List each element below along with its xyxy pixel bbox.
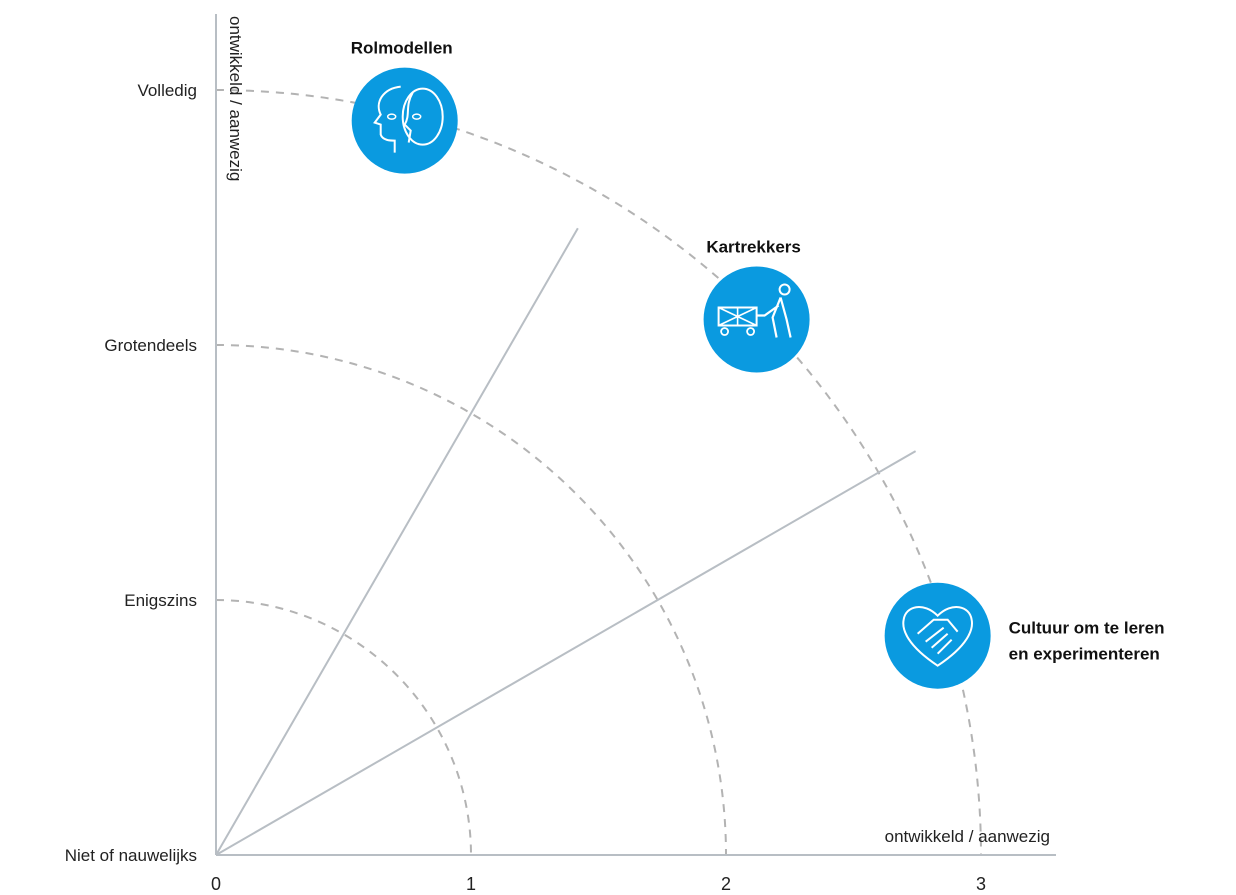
point-label: Rolmodellen xyxy=(351,39,453,58)
axes xyxy=(215,14,1056,856)
point-marker xyxy=(351,67,458,174)
point-label: Kartrekkers xyxy=(706,238,801,257)
x-axis-title: ontwikkeld / aanwezig xyxy=(885,827,1050,846)
cart-pull-icon xyxy=(717,283,792,338)
x-tick-label: 1 xyxy=(466,874,476,894)
grid-arc-3 xyxy=(215,89,982,856)
y-tick-label: Niet of nauwelijks xyxy=(65,846,197,865)
point-rolmodellen: Rolmodellen xyxy=(351,39,458,174)
point-cultuur: Cultuur om te leren en experimenteren xyxy=(884,582,1165,689)
ray-30 xyxy=(215,450,917,856)
x-tick-label: 2 xyxy=(721,874,731,894)
y-tick-label: Volledig xyxy=(137,81,197,100)
x-tick-labels: 0 1 2 3 xyxy=(211,874,986,894)
point-kartrekkers: Kartrekkers xyxy=(703,238,810,373)
grid-arc-2 xyxy=(215,344,727,856)
grid-arc-1 xyxy=(215,599,472,856)
faces-icon xyxy=(373,85,444,153)
y-tick-labels: Niet of nauwelijks Enigszins Grotendeels Vo… xyxy=(65,81,197,865)
point-label: en experimenteren xyxy=(1009,645,1160,664)
y-tick-label: Grotendeels xyxy=(104,336,197,355)
x-tick-label: 3 xyxy=(976,874,986,894)
grid-arcs xyxy=(215,89,982,856)
ray-60 xyxy=(215,227,579,856)
y-axis-title: ontwikkeld / aanwezig xyxy=(226,16,245,181)
rays xyxy=(215,227,917,856)
x-tick-label: 0 xyxy=(211,874,221,894)
y-tick-label: Enigszins xyxy=(124,591,197,610)
point-label: Cultuur om te leren xyxy=(1009,619,1165,638)
handshake-heart-icon xyxy=(902,606,973,667)
point-marker xyxy=(884,582,991,689)
